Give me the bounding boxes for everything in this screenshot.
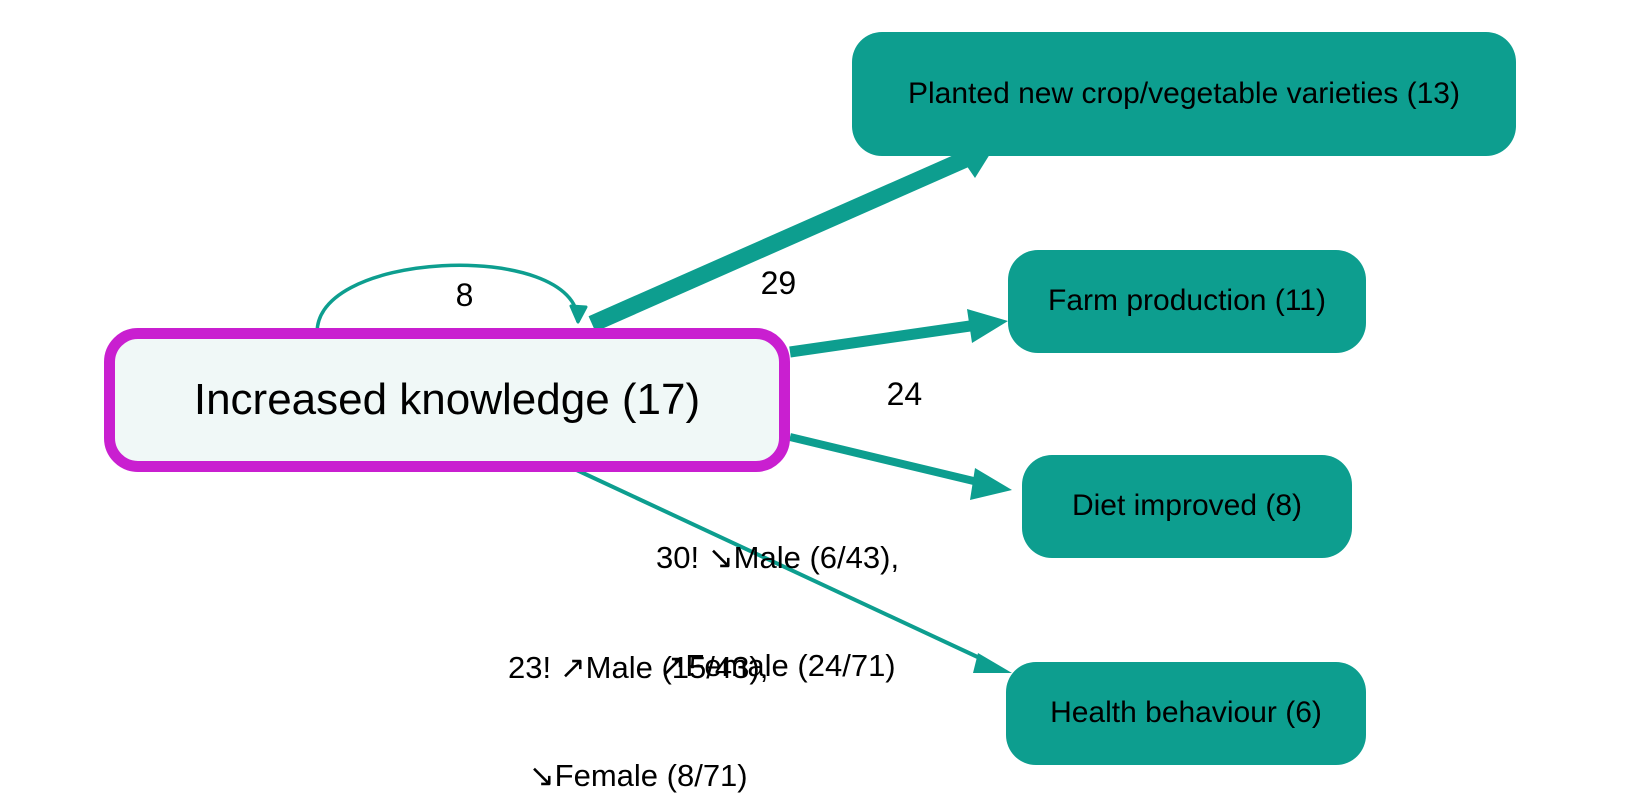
node-diet-improved[interactable]: Diet improved (8) [1022, 455, 1352, 558]
edge-knowledge-diet [789, 433, 1012, 500]
edge-label-knowledge-planted: 29 [760, 265, 797, 302]
edge-label-knowledge-diet: 30! ↘Male (6/43), ↗Female (24/71) [656, 468, 899, 756]
node-label: Health behaviour (6) [1050, 696, 1322, 730]
edge-knowledge-farm [789, 309, 1008, 358]
node-health-behaviour[interactable]: Health behaviour (6) [1006, 662, 1366, 765]
edge-label-line-2: ↗Female (24/71) [659, 647, 896, 683]
node-farm-production[interactable]: Farm production (11) [1008, 250, 1366, 353]
edge-label-knowledge-health: 23! ↗Male (15/43), ↘Female (8/71) [508, 578, 768, 812]
edge-label-line-2: ↘Female (8/71) [528, 757, 748, 793]
node-planted-new-crop[interactable]: Planted new crop/vegetable varieties (13… [852, 32, 1516, 156]
edge-label-line-1: 23! ↗Male (15/43), [508, 649, 769, 685]
node-increased-knowledge[interactable]: Increased knowledge (17) [104, 328, 790, 472]
node-label: Planted new crop/vegetable varieties (13… [908, 76, 1460, 110]
node-label: Increased knowledge (17) [193, 374, 701, 424]
node-label: Farm production (11) [1048, 284, 1326, 318]
edge-label-knowledge-farm: 24 [886, 376, 923, 413]
edge-knowledge-health [567, 464, 1012, 673]
edge-label-self-loop: 8 [455, 277, 474, 314]
edge-self-loop [315, 263, 588, 341]
edge-label-line-1: 30! ↘Male (6/43), [656, 539, 900, 575]
node-label: Diet improved (8) [1071, 489, 1303, 523]
